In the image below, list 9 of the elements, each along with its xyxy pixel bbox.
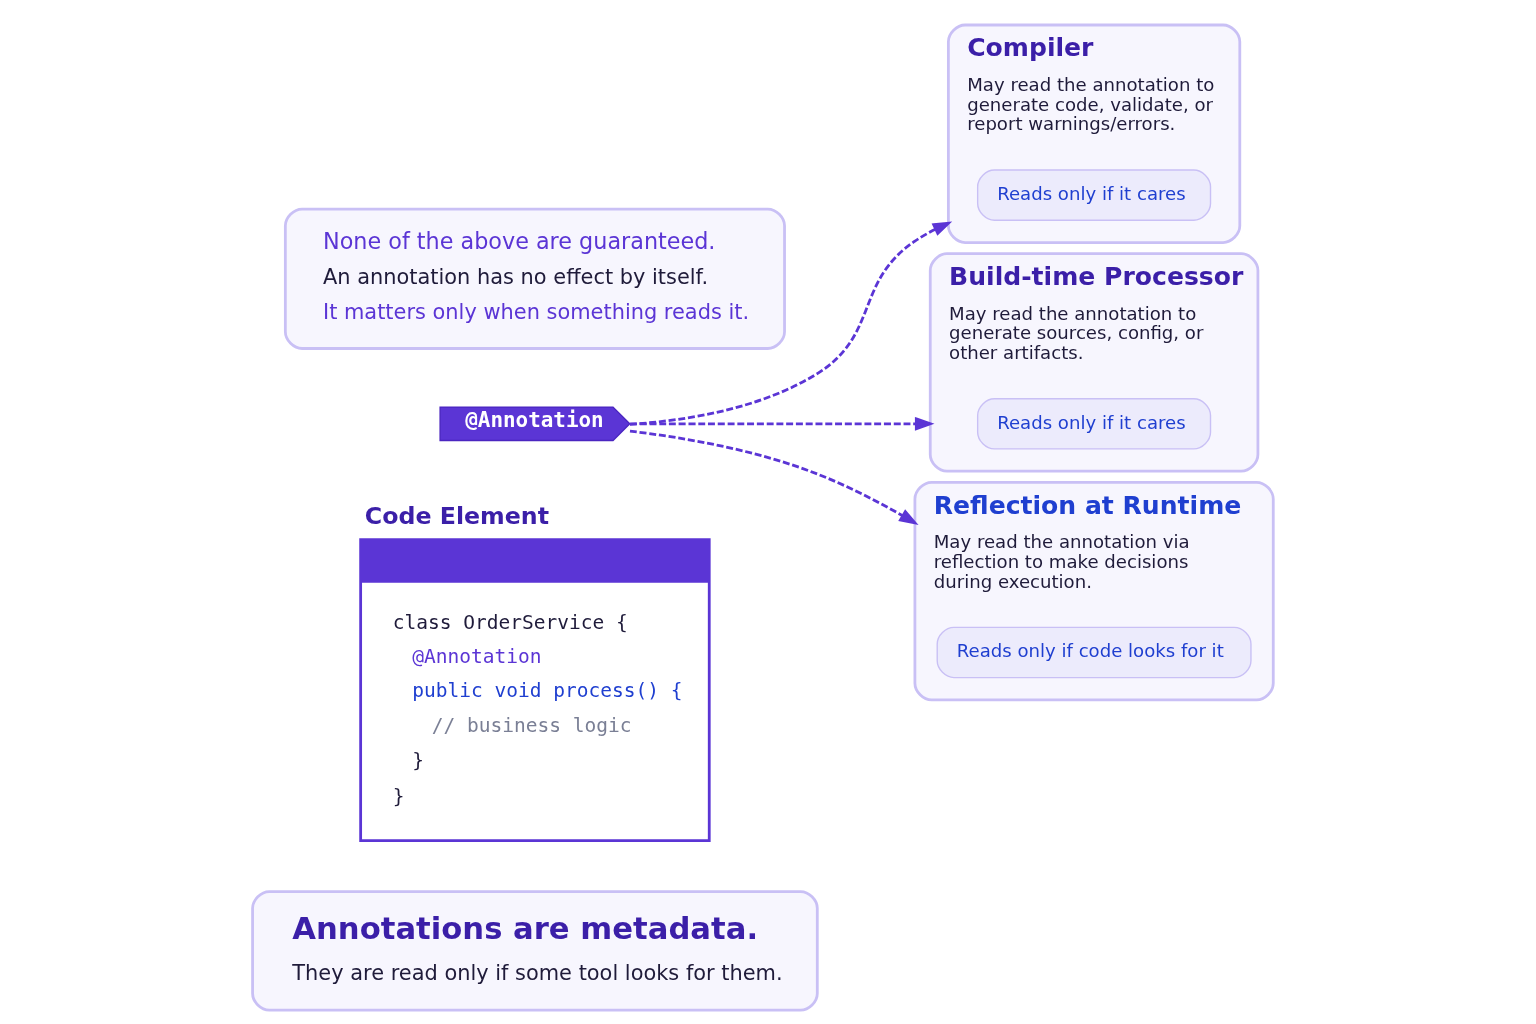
node-box: Reads only if it cares	[976, 169, 1211, 221]
node-box: Reads only if code looks for it	[936, 626, 1252, 679]
node-box: Annotations are metadata. They are read only if some tool looks for them.	[250, 890, 819, 1012]
arrow	[629, 416, 934, 431]
node-label: Code Element	[364, 501, 549, 530]
arrow	[629, 221, 952, 426]
node-box: None of the above are guaranteed. An annotation has no effect by itself. It matters only when something reads it.	[283, 207, 786, 350]
node-box: Reads only if it cares	[976, 398, 1211, 450]
arrow	[629, 429, 919, 526]
